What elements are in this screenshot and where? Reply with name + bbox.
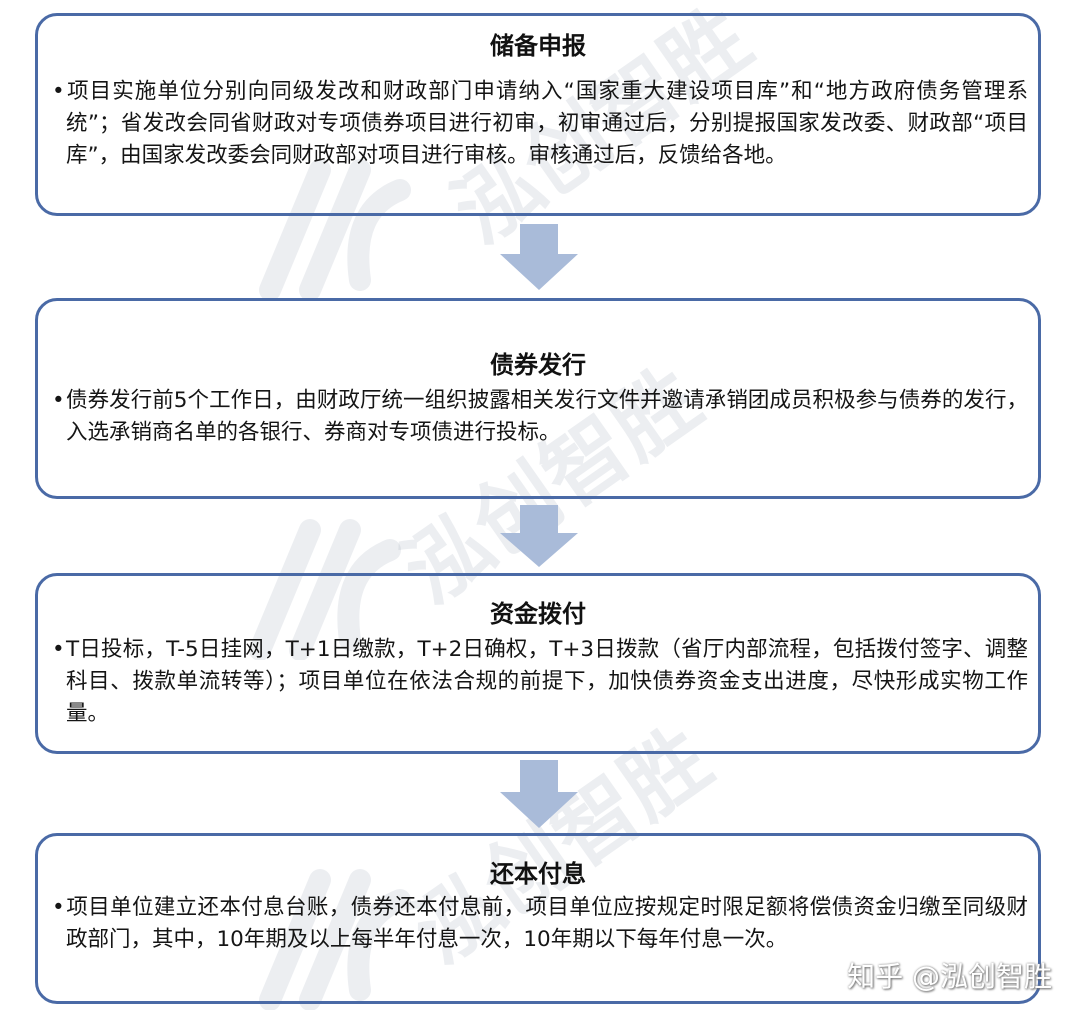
stage-title: 资金拨付 bbox=[490, 600, 586, 628]
stage-description-text: 项目单位建立还本付息台账，债券还本付息前，项目单位应按规定时限足额将偿债资金归缴… bbox=[66, 895, 1028, 952]
stage-title: 还本付息 bbox=[490, 860, 586, 888]
source-watermark: 知乎 @泓创智胜 bbox=[847, 960, 1052, 993]
down-arrow-icon bbox=[500, 760, 578, 828]
stage-title: 债券发行 bbox=[490, 351, 586, 379]
bullet-icon: • bbox=[52, 388, 65, 413]
bullet-icon: • bbox=[52, 895, 65, 920]
stage-title: 储备申报 bbox=[490, 32, 586, 60]
stage-box-bond-issuance: 债券发行 •债券发行前5个工作日，由财政厅统一组织披露相关发行文件并邀请承销团成… bbox=[35, 298, 1041, 499]
down-arrow-icon bbox=[500, 224, 578, 290]
bullet-icon: • bbox=[52, 79, 65, 104]
stage-description: •项目单位建立还本付息台账，债券还本付息前，项目单位应按规定时限足额将偿债资金归… bbox=[52, 892, 1028, 956]
stage-description: •债券发行前5个工作日，由财政厅统一组织披露相关发行文件并邀请承销团成员积极参与… bbox=[52, 385, 1028, 449]
down-arrow-icon bbox=[500, 505, 578, 567]
stage-description-text: 债券发行前5个工作日，由财政厅统一组织披露相关发行文件并邀请承销团成员积极参与债… bbox=[66, 388, 1028, 445]
bullet-icon: • bbox=[52, 637, 65, 662]
stage-box-fund-disbursement: 资金拨付 •T日投标，T-5日挂网，T+1日缴款，T+2日确权，T+3日拨款（省… bbox=[35, 573, 1041, 754]
stage-box-reserve-declaration: 储备申报 •项目实施单位分别向同级发改和财政部门申请纳入“国家重大建设项目库”和… bbox=[35, 13, 1041, 216]
stage-description-text: T日投标，T-5日挂网，T+1日缴款，T+2日确权，T+3日拨款（省厅内部流程，… bbox=[66, 637, 1028, 726]
stage-description: •项目实施单位分别向同级发改和财政部门申请纳入“国家重大建设项目库”和“地方政府… bbox=[52, 76, 1028, 172]
stage-description-text: 项目实施单位分别向同级发改和财政部门申请纳入“国家重大建设项目库”和“地方政府债… bbox=[66, 79, 1028, 168]
stage-description: •T日投标，T-5日挂网，T+1日缴款，T+2日确权，T+3日拨款（省厅内部流程… bbox=[52, 634, 1028, 730]
stage-box-principal-interest-repayment: 还本付息 •项目单位建立还本付息台账，债券还本付息前，项目单位应按规定时限足额将… bbox=[35, 833, 1041, 1004]
